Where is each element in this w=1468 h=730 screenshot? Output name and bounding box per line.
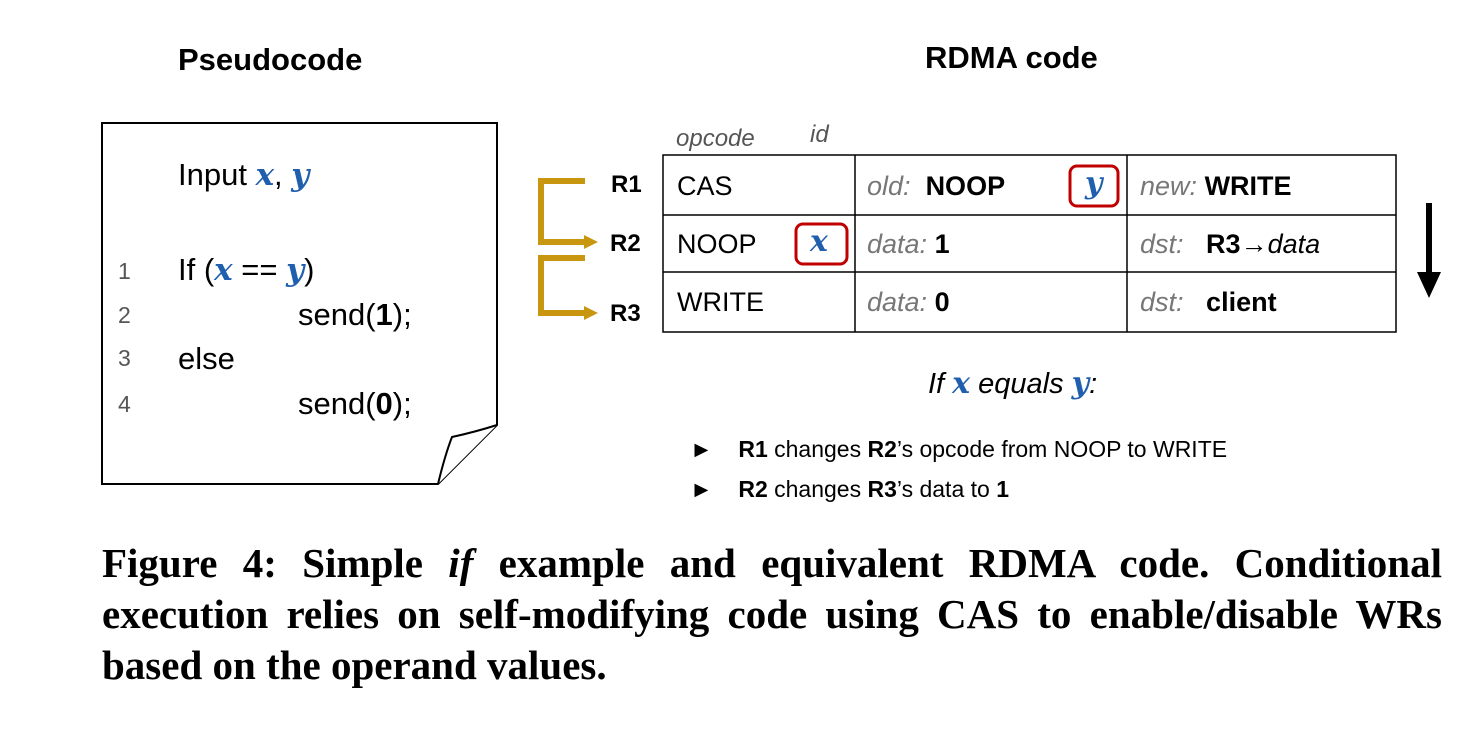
- row-label-r3: R3: [610, 300, 641, 327]
- chain-arrows: [538, 178, 598, 320]
- r2-var-x: x: [810, 224, 828, 259]
- figure-caption: Figure 4: Simple if example and equivale…: [102, 540, 1442, 688]
- r1-var-y: y: [1085, 166, 1103, 201]
- line-number-1: 1: [118, 258, 131, 284]
- y-highlight-box: [1068, 164, 1120, 208]
- r3-opcode: WRITE: [677, 287, 764, 317]
- r2-to-r3-arrow: [538, 255, 588, 316]
- note-2: ► R2 changes R3’s data to 1: [690, 476, 1009, 502]
- pseudocode-input: Input x, y: [178, 157, 310, 193]
- r2-to-r3-arrowhead: [584, 306, 598, 320]
- line-number-3: 3: [118, 345, 131, 371]
- note-1: ► R1 changes R2’s opcode from NOOP to WR…: [690, 436, 1228, 462]
- r1-to-r2-arrowhead: [584, 235, 598, 249]
- r2-opcode: NOOP: [677, 229, 757, 259]
- column-header-id: id: [810, 121, 829, 148]
- bullet-icon: ►: [690, 436, 713, 462]
- x-highlight-box: [794, 222, 849, 266]
- bullet-icon: ►: [690, 476, 713, 502]
- row-label-r2: R2: [610, 230, 641, 257]
- line-number-2: 2: [118, 302, 131, 328]
- r3-dst: dst: client: [1140, 287, 1277, 317]
- r2-dst: dst: R3→data: [1140, 229, 1321, 259]
- pseudocode-line-4: send(0);: [298, 386, 412, 421]
- pseudocode-line-1: If (x == y): [178, 252, 315, 288]
- rdma-table-grid: [662, 154, 1441, 333]
- r1-to-r2-arrow: [538, 178, 588, 245]
- r3-data: data: 0: [867, 287, 950, 317]
- execution-order-arrowhead: [1417, 272, 1441, 298]
- r1-old: old: NOOP: [867, 171, 1006, 201]
- pseudocode-line-2: send(1);: [298, 297, 412, 332]
- folded-corner: [437, 424, 498, 485]
- row-label-r1: R1: [611, 171, 642, 198]
- line-number-4: 4: [118, 391, 131, 417]
- r1-opcode: CAS: [677, 171, 733, 201]
- r2-data: data: 1: [867, 229, 950, 259]
- column-header-opcode: opcode: [676, 125, 755, 152]
- condition-text: If x equals y:: [928, 366, 1098, 401]
- r1-new: new: WRITE: [1140, 171, 1292, 201]
- pseudocode-heading: Pseudocode: [178, 42, 363, 77]
- pseudocode-page: [101, 122, 498, 485]
- pseudocode-line-3: else: [178, 341, 235, 376]
- rdma-code-heading: RDMA code: [925, 40, 1098, 75]
